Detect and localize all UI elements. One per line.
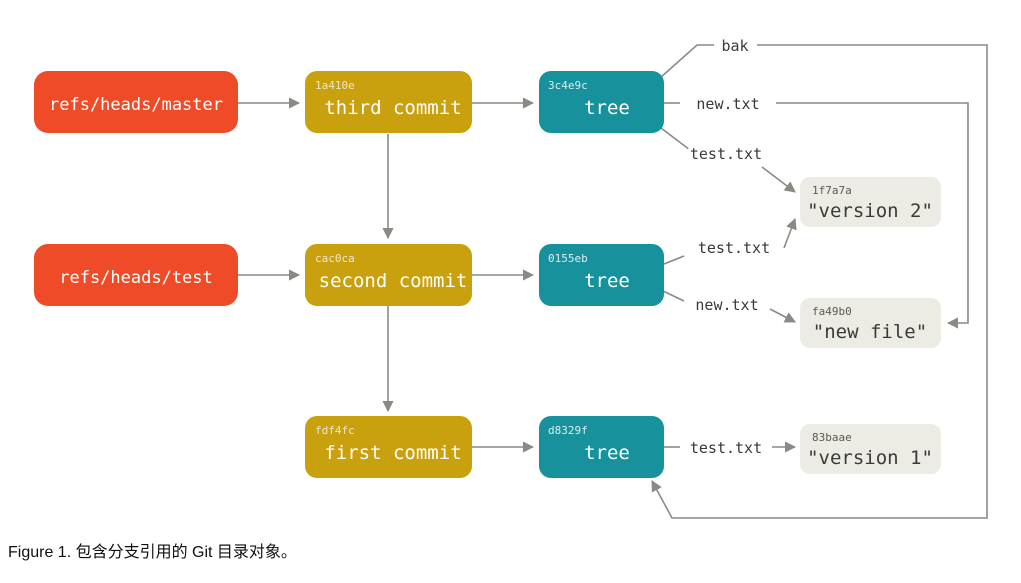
node-commit-second[interactable]: cac0ca second commit [305, 244, 472, 306]
tree-d8329f-hash: d8329f [548, 424, 588, 437]
tree-0155eb-hash: 0155eb [548, 252, 588, 265]
commit-second-box [305, 244, 472, 306]
node-ref-master[interactable]: refs/heads/master [34, 71, 238, 133]
commit-second-hash: cac0ca [315, 252, 355, 265]
node-tree-d8329f[interactable]: d8329f tree [539, 416, 664, 478]
edge-bak-stub [659, 44, 714, 79]
node-blob-83baae[interactable]: 83baae "version 1" [800, 424, 941, 474]
blob-1f7a7a-box [800, 177, 941, 227]
edge-label-test-txt-top: test.txt [690, 145, 762, 163]
blob-83baae-hash: 83baae [812, 431, 852, 444]
edge-label-new-txt-mid: new.txt [695, 296, 758, 314]
ref-master-box [34, 71, 238, 133]
node-commit-first[interactable]: fdf4fc first commit [305, 416, 472, 478]
blob-1f7a7a-hash: 1f7a7a [812, 184, 852, 197]
blob-83baae-label: "version 1" [807, 447, 933, 469]
edge-label-new-txt-top: new.txt [696, 95, 759, 113]
ref-test-box [34, 244, 238, 306]
commit-first-hash: fdf4fc [315, 424, 355, 437]
figure-caption: Figure 1. 包含分支引用的 Git 目录对象。 [8, 544, 297, 561]
node-commit-third[interactable]: 1a410e third commit [305, 71, 472, 133]
blob-1f7a7a-label: "version 2" [807, 200, 933, 222]
ref-master-label: refs/heads/master [49, 95, 223, 115]
commit-first-label: first commit [324, 442, 461, 464]
node-tree-0155eb[interactable]: 0155eb tree [539, 244, 664, 306]
blob-fa49b0-box [800, 298, 941, 348]
tree-d8329f-box [539, 416, 664, 478]
edge-test-txt-top-to-blob-1f7a7a [761, 166, 796, 193]
blob-83baae-box [800, 424, 941, 474]
edge-new-txt-top-to-blob-fa49b0 [776, 102, 969, 329]
edge-test-txt-mid-to-blob-1f7a7a [783, 217, 797, 249]
tree-d8329f-label: tree [584, 442, 630, 464]
blob-fa49b0-label: "new file" [813, 321, 927, 343]
edge-label-test-txt-bottom: test.txt [690, 439, 762, 457]
tree-0155eb-label: tree [584, 270, 630, 292]
commit-third-hash: 1a410e [315, 79, 355, 92]
commit-first-box [305, 416, 472, 478]
node-blob-fa49b0[interactable]: fa49b0 "new file" [800, 298, 941, 348]
git-objects-diagram: refs/heads/master refs/heads/test 1a410e… [34, 37, 988, 519]
ref-test-label: refs/heads/test [59, 268, 213, 288]
tree-3c4e9c-box [539, 71, 664, 133]
tree-3c4e9c-label: tree [584, 97, 630, 119]
commit-second-label: second commit [319, 270, 468, 292]
node-blob-1f7a7a[interactable]: 1f7a7a "version 2" [800, 177, 941, 227]
node-tree-3c4e9c[interactable]: 3c4e9c tree [539, 71, 664, 133]
edge-label-test-txt-mid: test.txt [698, 239, 770, 257]
blob-fa49b0-hash: fa49b0 [812, 305, 852, 318]
commit-third-box [305, 71, 472, 133]
edge-new-txt-mid-to-blob-fa49b0 [769, 308, 796, 323]
commit-third-label: third commit [324, 97, 461, 119]
edge-bak-to-tree-d8329f [651, 44, 988, 519]
node-ref-test[interactable]: refs/heads/test [34, 244, 238, 306]
edge-new-txt-mid-stub [660, 289, 685, 302]
edge-test-txt-top-stub [660, 127, 691, 151]
edge-test-txt-mid-stub [663, 255, 685, 265]
edge-label-bak: bak [721, 37, 748, 55]
tree-0155eb-box [539, 244, 664, 306]
tree-3c4e9c-hash: 3c4e9c [548, 79, 588, 92]
